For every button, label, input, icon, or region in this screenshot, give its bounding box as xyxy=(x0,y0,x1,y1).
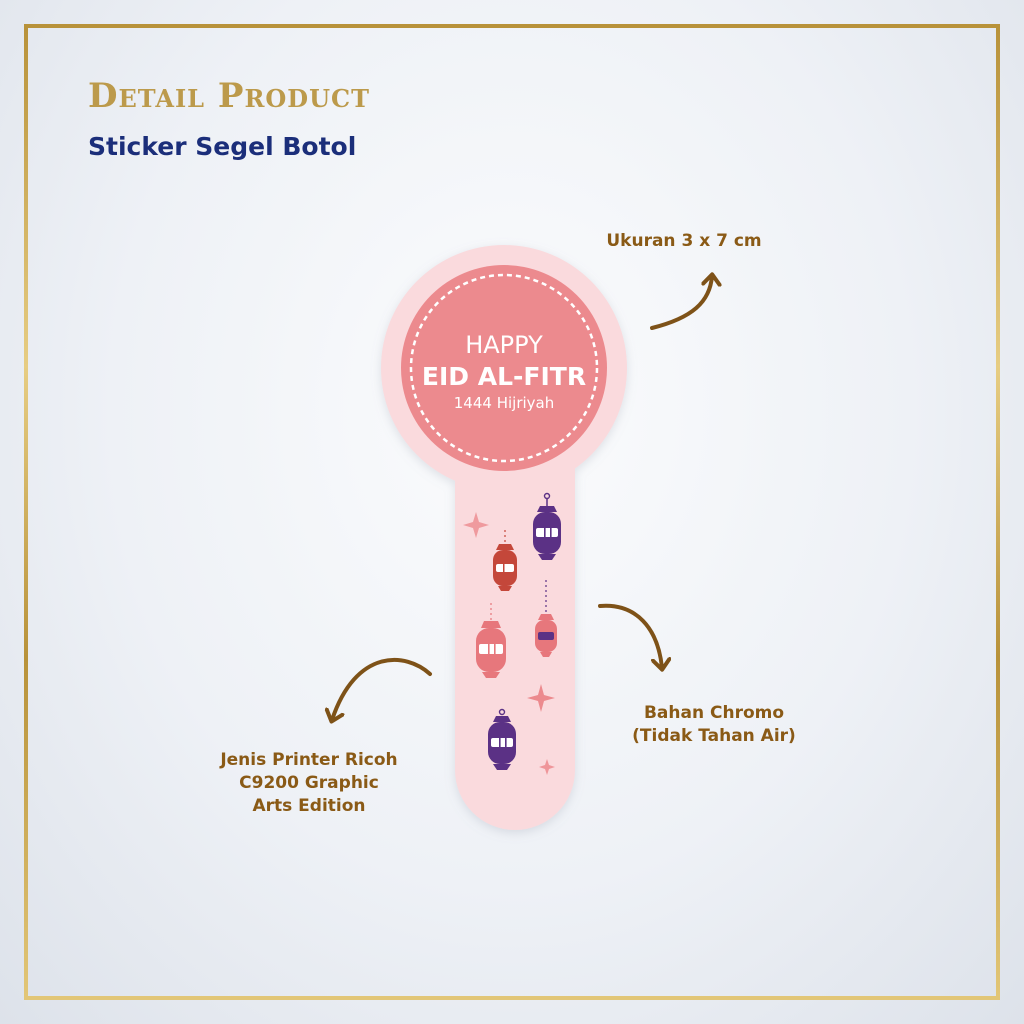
printer-arrow-icon xyxy=(332,657,432,720)
lantern-red xyxy=(493,530,517,591)
sparkle-icon xyxy=(463,512,555,775)
printer-text-line1: Jenis Printer Ricoh xyxy=(220,750,398,770)
printer-text-line2: C9200 Graphic xyxy=(239,773,379,793)
lantern-mixed xyxy=(535,580,557,657)
material-text-line2: (Tidak Tahan Air) xyxy=(632,726,796,746)
product-name: Sticker Segel Botol xyxy=(88,132,357,161)
material-arrow-icon xyxy=(598,603,662,668)
greeting-year: 1444 Hijriyah xyxy=(454,394,554,412)
lantern-pink xyxy=(476,603,506,678)
material-annotation: Bahan Chromo (Tidak Tahan Air) xyxy=(616,702,812,748)
lantern-purple-bottom xyxy=(488,708,516,770)
lantern-purple-top xyxy=(533,492,561,560)
greeting-happy: HAPPY xyxy=(465,331,543,359)
size-text: Ukuran 3 x 7 cm xyxy=(606,231,762,251)
printer-annotation: Jenis Printer Ricoh C9200 Graphic Arts E… xyxy=(196,749,422,818)
page-title: Detail Product xyxy=(88,76,371,116)
greeting-eid: EID AL-FITR xyxy=(422,362,586,391)
size-annotation: Ukuran 3 x 7 cm xyxy=(584,230,784,253)
size-arrow-icon xyxy=(650,276,712,330)
material-text-line1: Bahan Chromo xyxy=(643,703,785,723)
printer-text-line3: Arts Edition xyxy=(252,796,366,816)
greeting-badge: HAPPY EID AL-FITR 1444 Hijriyah xyxy=(401,265,607,471)
